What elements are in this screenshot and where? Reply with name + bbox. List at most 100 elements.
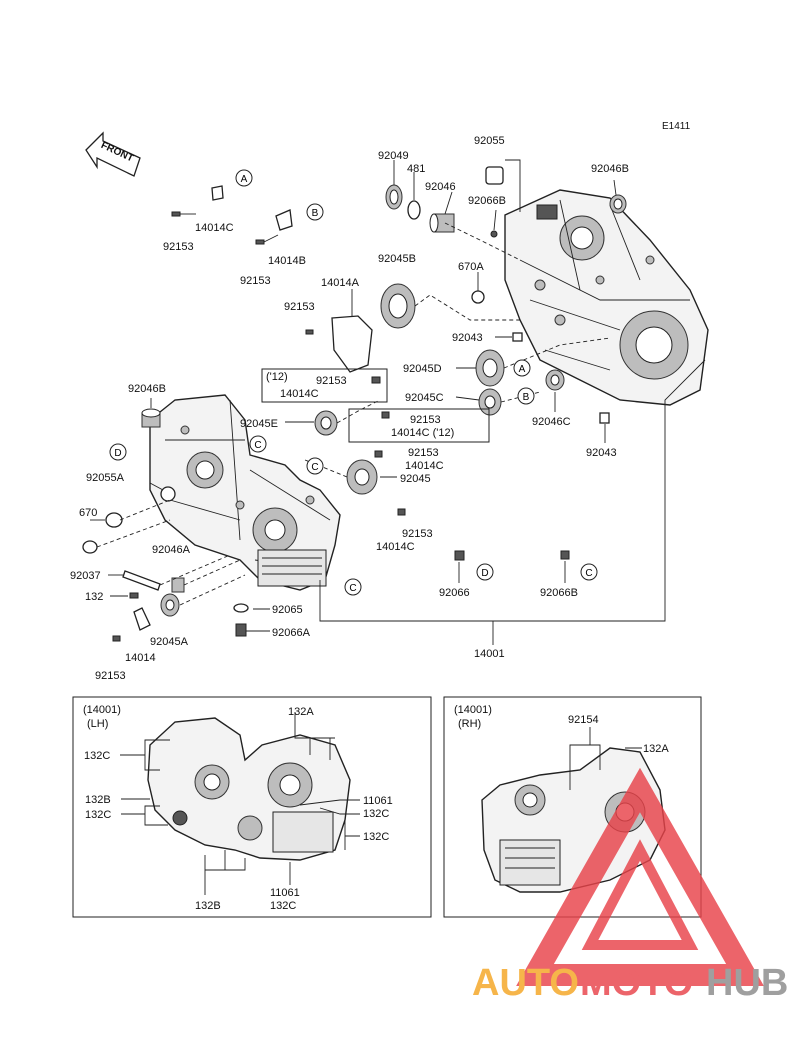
label-92055: 92055 <box>474 135 505 147</box>
inset-lh-132b-2: 132B <box>195 900 221 912</box>
oring-670-b <box>82 540 98 554</box>
svg-text:B: B <box>523 392 530 403</box>
bolt-132 <box>129 592 139 599</box>
label-92046: 92046 <box>425 181 456 193</box>
dowel-92043-b <box>599 412 610 424</box>
plate-14014b <box>275 209 293 231</box>
inset-rh-title: (14001) <box>454 704 492 716</box>
label-92046c: 92046C <box>532 416 571 428</box>
svg-text:C: C <box>349 583 356 594</box>
label-92055a: 92055A <box>86 472 125 484</box>
inset-lh-11061-1: 11061 <box>363 795 393 807</box>
label-92153-h: 92153 <box>95 670 126 682</box>
inset-lh-132c-3: 132C <box>363 808 389 820</box>
inset-rh: (14001) (RH) 92154 132A <box>443 696 702 918</box>
ref-b-right: B <box>517 387 535 405</box>
label-92045c: 92045C <box>405 392 444 404</box>
pin-92037 <box>122 570 161 591</box>
ball-bearing-92045e <box>314 410 338 436</box>
ball-bearing-92045d <box>475 349 505 387</box>
inset-rh-side: (RH) <box>458 718 481 730</box>
ref-c-2: C <box>306 457 324 475</box>
inset-lh: (14001) (LH) 132A 132C 132B 132C 11061 1… <box>72 696 432 918</box>
bolt-92153-c <box>305 329 314 335</box>
plate-14014a <box>331 315 373 373</box>
svg-text:C: C <box>311 462 318 473</box>
label-92066a: 92066A <box>272 627 311 639</box>
inset-lh-132c-1: 132C <box>84 750 110 762</box>
inset-lh-132a: 132A <box>288 706 314 718</box>
label-92045a: 92045A <box>150 636 189 648</box>
bolt-92153-f <box>374 450 383 458</box>
bearing-92046b-top <box>609 194 627 214</box>
ref-d-left: D <box>109 443 127 461</box>
ref-c-bottom: C <box>580 563 598 581</box>
diagram-code: E1411 <box>662 121 691 132</box>
label-92153-e: 92153 <box>410 414 441 426</box>
inset-lh-132c-2: 132C <box>85 809 111 821</box>
oring-92055a <box>160 486 176 502</box>
ref-d-bottom: D <box>476 563 494 581</box>
label-92043-b: 92043 <box>586 447 617 459</box>
label-92153-c: 92153 <box>284 301 315 313</box>
ball-bearing-92045b <box>380 283 416 329</box>
label-14014c-a: 14014C <box>195 222 234 234</box>
svg-text:D: D <box>114 448 121 459</box>
label-670: 670 <box>79 507 97 519</box>
inset-lh-132c-5: 132C <box>270 900 296 912</box>
circlip-481 <box>407 200 421 220</box>
bolt-92153-g <box>397 508 406 516</box>
inset-lh-132b-1: 132B <box>85 794 111 806</box>
ball-bearing-92045a <box>160 593 180 617</box>
oring-670a <box>471 290 485 304</box>
washer-92065 <box>233 603 249 613</box>
label-481: 481 <box>407 163 425 175</box>
bolt-92153-a <box>171 211 196 217</box>
ref-c-1: C <box>249 435 267 453</box>
label-92153-d: 92153 <box>316 375 347 387</box>
lh-crankcase-illustration <box>149 394 341 591</box>
label-12-a: ('12) <box>266 371 288 383</box>
dowel-92043-a <box>512 332 523 342</box>
label-14001: 14001 <box>474 648 505 660</box>
rh-crankcase-illustration <box>504 189 709 406</box>
label-92065: 92065 <box>272 604 303 616</box>
label-92066b-bottom: 92066B <box>540 587 578 599</box>
label-92153-a: 92153 <box>163 241 194 253</box>
automotohub-watermark: AUTO MOTO HUB <box>472 767 788 1004</box>
label-92046a: 92046A <box>152 544 191 556</box>
label-14014c-d: 14014C <box>405 460 444 472</box>
oring-92055 <box>485 166 504 185</box>
inset-lh-title: (14001) <box>83 704 121 716</box>
label-92066b-top: 92066B <box>468 195 506 207</box>
ball-bearing-92045c <box>478 388 502 416</box>
bolt-92153-h <box>112 635 121 642</box>
inset-rh-132a: 132A <box>643 743 669 755</box>
ref-b-top: B <box>306 203 324 221</box>
ball-bearing-92045 <box>346 459 378 495</box>
label-14014c-e: 14014C <box>376 541 415 553</box>
label-670a: 670A <box>458 261 484 273</box>
label-14014: 14014 <box>125 652 156 664</box>
bearing-92046b-left <box>141 408 161 428</box>
svg-text:D: D <box>481 568 488 579</box>
ref-a-top: A <box>235 169 253 187</box>
bolt-92153-d <box>371 376 381 384</box>
label-92046b-left: 92046B <box>128 383 166 395</box>
svg-text:C: C <box>254 440 261 451</box>
label-92153-f: 92153 <box>408 447 439 459</box>
plate-14014c-a <box>211 185 224 201</box>
inset-lh-132c-4: 132C <box>363 831 389 843</box>
plug-92066a <box>235 623 247 637</box>
bearing-92046a <box>171 577 185 593</box>
plug-92066b-top <box>490 230 498 238</box>
inset-rh-92154: 92154 <box>568 714 599 726</box>
label-92046b-top: 92046B <box>591 163 629 175</box>
plug-92066b-bottom <box>560 550 570 560</box>
ref-a-right: A <box>513 359 531 377</box>
watermark-part1: AUTO <box>472 962 579 1004</box>
label-92066: 92066 <box>439 587 470 599</box>
inset-lh-side: (LH) <box>87 718 108 730</box>
label-14014a: 14014A <box>321 277 360 289</box>
